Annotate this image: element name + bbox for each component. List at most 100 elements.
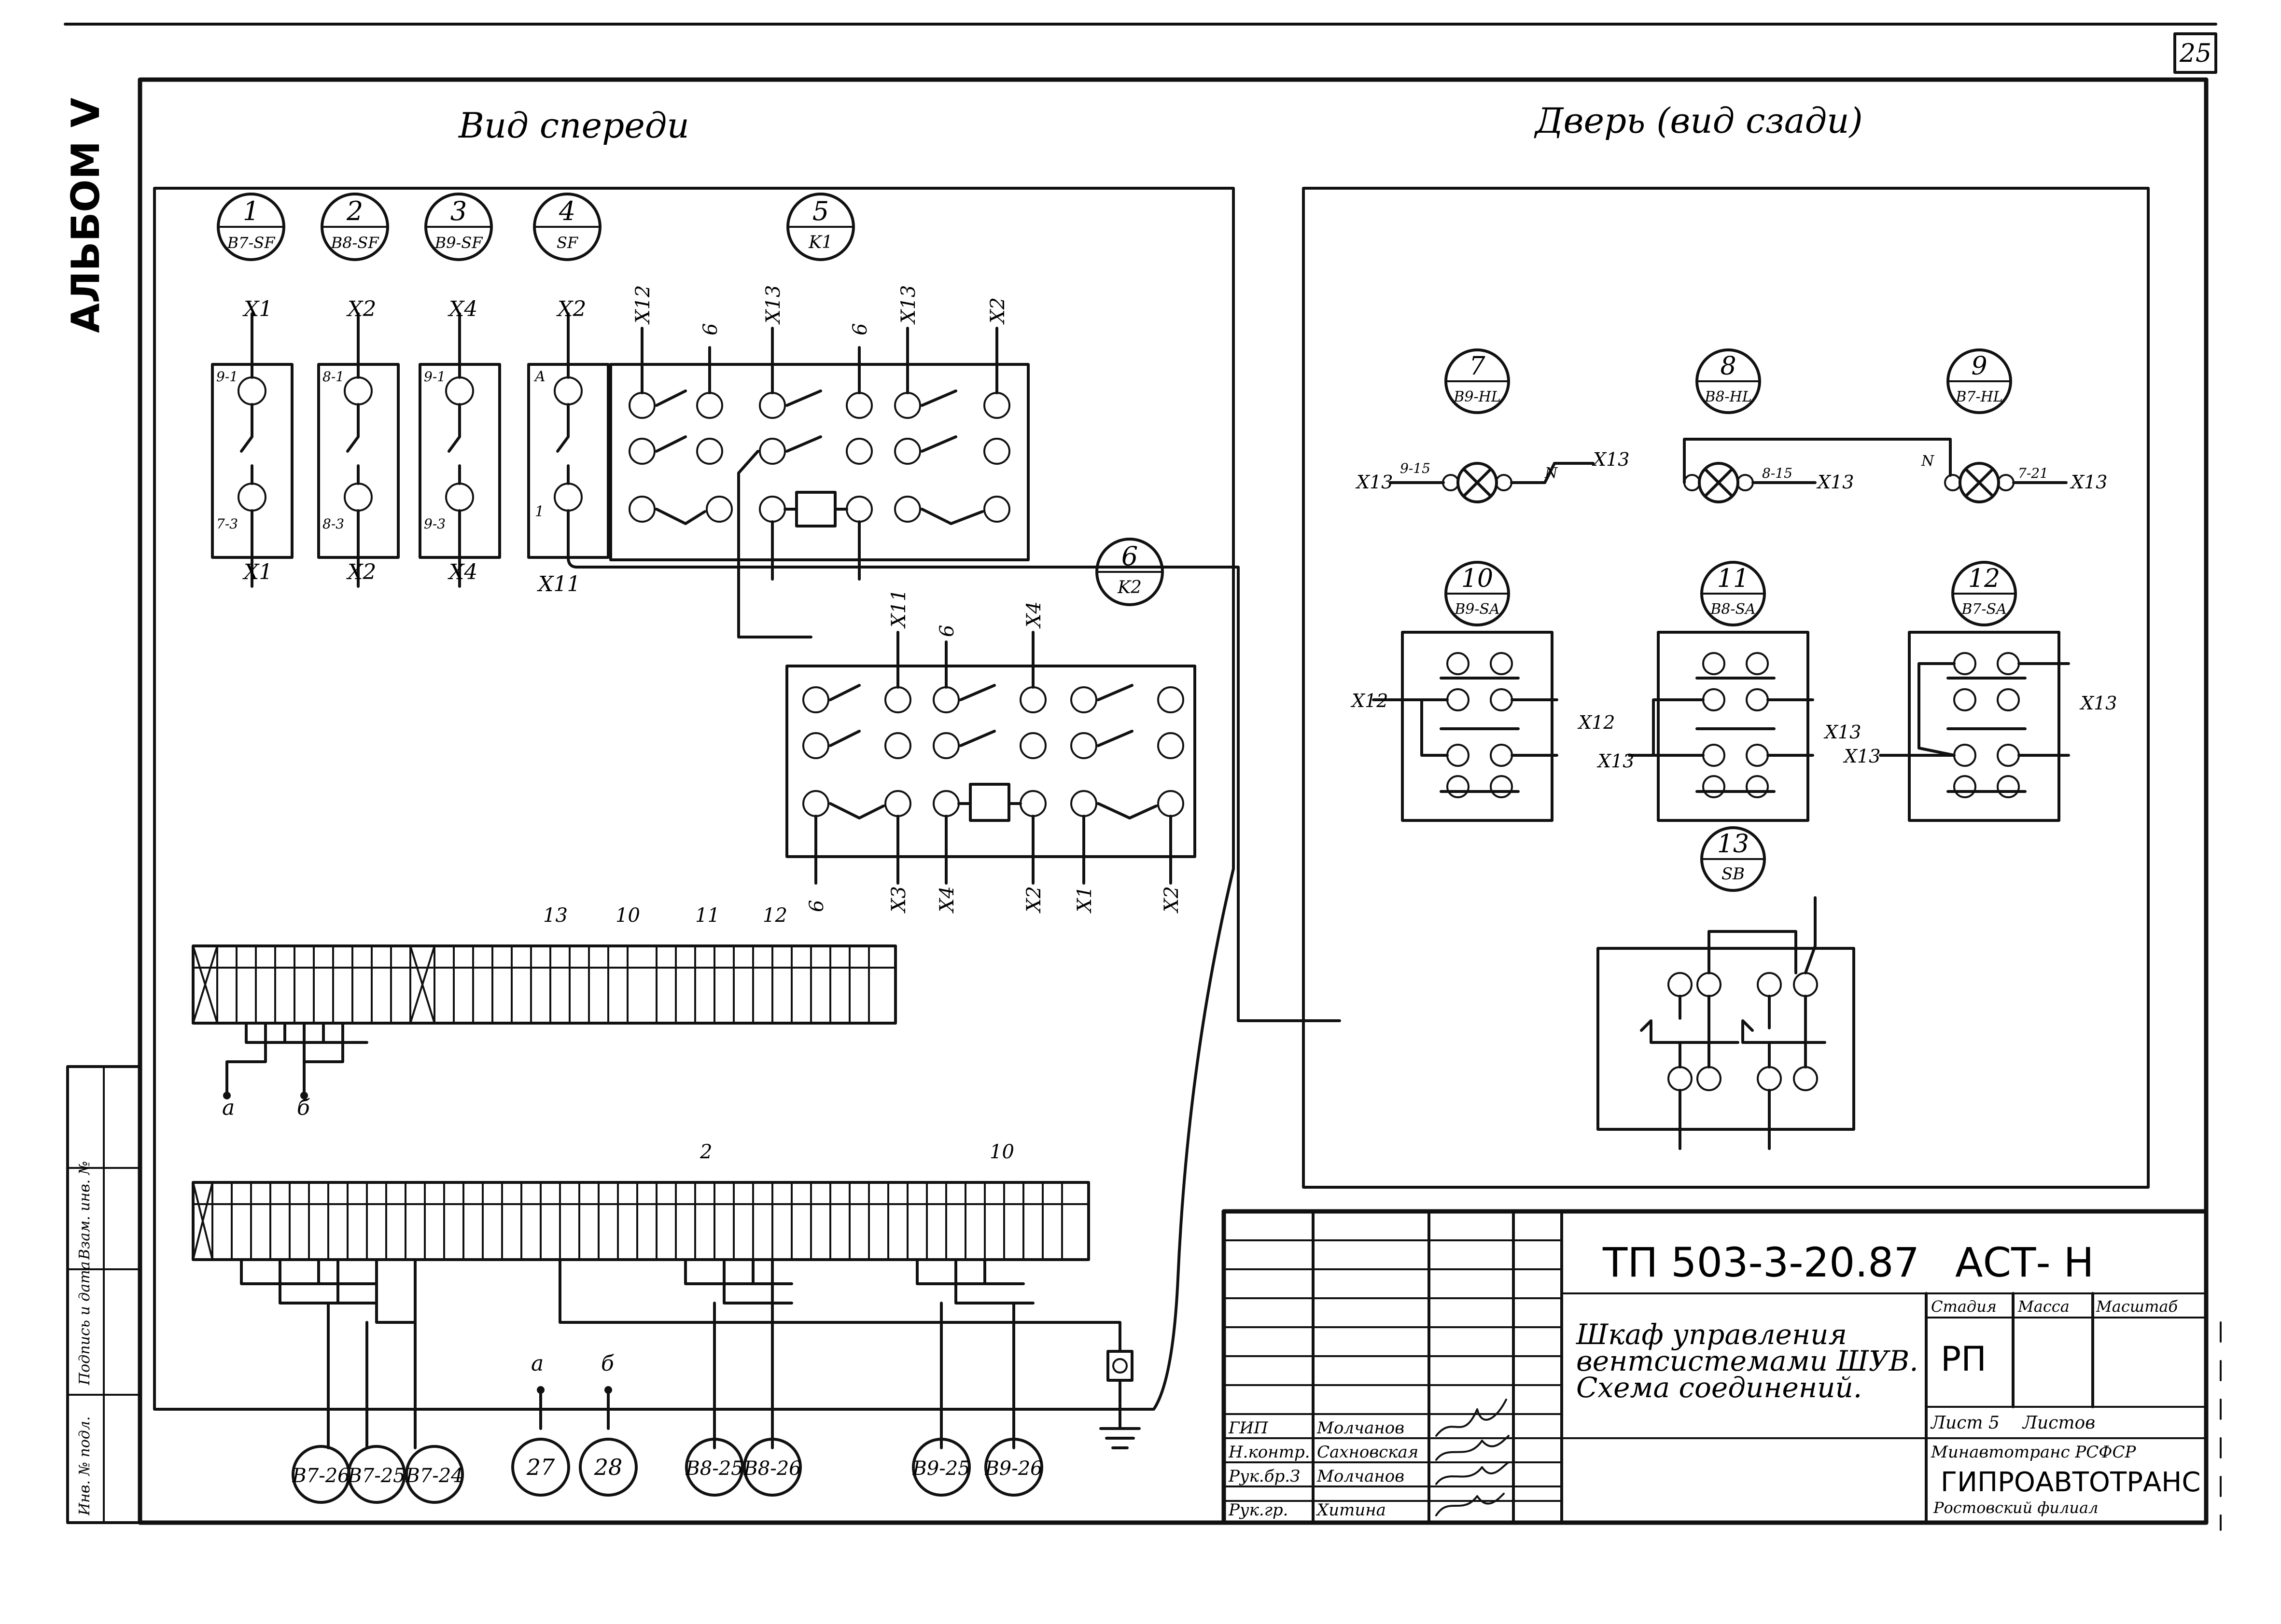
terminal-strip-upper: а б 13 10 11 12 xyxy=(192,904,897,1120)
cable-tag: B8-25 xyxy=(685,1457,743,1480)
device-number: 4 xyxy=(559,196,575,226)
terminal-group-label: 10 xyxy=(990,1141,1014,1163)
device-number: 2 xyxy=(346,196,363,226)
wire-label: X13 xyxy=(1592,449,1629,470)
stamp-sign-date: Подпись и дата xyxy=(76,1261,93,1386)
circuit-breakers: X1 X1 X2 X2 X4 X4 X2 X11 9-1 7-3 8-1 8-3… xyxy=(211,297,1341,1022)
album-label: АЛЬБОМ V xyxy=(63,97,108,333)
device-code: B9-SF xyxy=(434,234,484,252)
cable-tag: B9-26 xyxy=(984,1457,1042,1480)
breaker-top-wire: X1 xyxy=(242,297,272,321)
signature-scribble xyxy=(1435,1493,1505,1516)
stamp-replace-inv: Взам. инв. № xyxy=(76,1161,93,1260)
wire-label: X2 xyxy=(1023,886,1045,914)
wire-label: X13 xyxy=(1355,472,1393,493)
front-panel-outline xyxy=(153,187,1235,1411)
breaker-top-wire: X2 xyxy=(556,297,586,321)
breaker-in-label: A xyxy=(533,368,546,385)
wire-label: X4 xyxy=(1023,601,1045,629)
device-code: B8-SA xyxy=(1710,601,1756,618)
role-name: Молчанов xyxy=(1316,1467,1404,1486)
album-code: АСТ- Н xyxy=(1955,1239,2094,1286)
cable-tag: 27 xyxy=(526,1454,555,1480)
cable-tags: B7-26 B7-25 B7-24 27 28 B8-25 B8-26 B9-2… xyxy=(292,1438,1043,1504)
col-stage: Стадия xyxy=(1931,1297,1997,1316)
k1-top-wire-labels: X12 6 X13 6 X13 X2 xyxy=(632,285,1009,335)
contactor-k2 xyxy=(785,631,1196,885)
terminal-group-label: 12 xyxy=(763,904,787,927)
wire-label: X1 xyxy=(1074,886,1096,914)
wire-label: X13 xyxy=(897,285,920,325)
cable-tag: B7-26 xyxy=(292,1465,350,1487)
breaker-in-label: 8-1 xyxy=(322,369,344,385)
device-code: SF xyxy=(557,234,579,252)
breaker-out-label: 1 xyxy=(535,503,544,520)
device-number: 12 xyxy=(1968,564,2000,593)
wire-label: X13 xyxy=(1596,750,1634,772)
device-code: B7-SF xyxy=(227,234,276,252)
wire-label: 7-21 xyxy=(2018,465,2048,481)
wire-label: X12 xyxy=(1350,690,1388,711)
contactor-k1 xyxy=(609,327,1030,638)
terminal-strip-lower: а б 2 10 xyxy=(192,1141,1141,1449)
bus-label-a: а xyxy=(222,1096,235,1120)
role-name: Сахновская xyxy=(1317,1443,1418,1462)
device-number: 13 xyxy=(1717,830,1749,859)
breaker-out-label: 8-3 xyxy=(322,516,344,532)
stamp-inv-orig: Инв. № подл. xyxy=(76,1416,93,1516)
role-label: Н.контр. xyxy=(1228,1443,1310,1462)
page-number-box xyxy=(2173,32,2217,74)
indicator-lamps: X13 9-15 N X13 8-15 X13 N 7-21 X13 xyxy=(1355,438,2107,503)
device-number: 10 xyxy=(1461,564,1493,593)
door-view-title: Дверь (вид сзади) xyxy=(1534,100,1863,141)
breaker-bottom-wire: X1 xyxy=(242,560,272,584)
drawing-frame xyxy=(138,77,2209,1525)
breaker-top-wire: X2 xyxy=(346,297,376,321)
k2-wire-labels: X11 6 X4 6 X3 X4 X2 X1 X2 xyxy=(806,589,1183,914)
wire-label: 6 xyxy=(806,900,828,912)
bus-label-b-lower: б xyxy=(601,1351,614,1376)
wire-label: X4 xyxy=(936,886,958,914)
breaker-in-label: 9-1 xyxy=(424,369,446,385)
selector-switches: X12 X12 X13 X13 X13 X13 xyxy=(1350,631,2117,822)
wire-label: X2 xyxy=(1161,886,1183,914)
wire-label: 6 xyxy=(936,625,958,637)
device-number: 3 xyxy=(450,196,467,226)
device-balloons-front: 1 B7-SF 2 B8-SF 3 B9-SF 4 SF 5 K1 6 K2 xyxy=(217,193,1164,606)
drawing-title-line3: Схема соединений. xyxy=(1576,1371,1862,1404)
device-code: B9-HL xyxy=(1453,389,1500,405)
door-panel-outline xyxy=(1302,187,2150,1189)
device-code: K2 xyxy=(1117,578,1142,597)
wire-label: 6 xyxy=(849,323,871,335)
device-code: B8-HL xyxy=(1704,389,1751,405)
breaker-bottom-wire: X2 xyxy=(346,560,376,584)
org-line2: ГИПРОАВТОТРАНС xyxy=(1941,1467,2201,1498)
cable-tag: 28 xyxy=(594,1454,623,1480)
document-code: ТП 503-3-20.87 xyxy=(1602,1239,1919,1286)
device-number: 7 xyxy=(1469,352,1485,381)
terminal-group-label: 2 xyxy=(700,1141,712,1163)
drawing-title-line2: вентсистемами ШУВ. xyxy=(1576,1345,1918,1377)
device-number: 9 xyxy=(1971,352,1987,381)
page-number: 25 xyxy=(2179,39,2211,68)
col-scale: Масштаб xyxy=(2096,1297,2178,1316)
device-balloons-door: 7 B9-HL 8 B8-HL 9 B7-HL 10 B9-SA 11 B8-S… xyxy=(1444,348,2017,892)
wire-label: X13 xyxy=(1843,746,1880,767)
role-name: Молчанов xyxy=(1316,1418,1404,1438)
cable-tag: B7-25 xyxy=(347,1465,405,1487)
breaker-in-label: 9-1 xyxy=(216,369,238,385)
wire-label: 6 xyxy=(700,323,722,335)
bus-label-b: б xyxy=(297,1096,310,1120)
device-code: B7-HL xyxy=(1955,389,2002,405)
device-number: 8 xyxy=(1720,352,1736,381)
cable-tag: B9-25 xyxy=(912,1457,970,1480)
wire-label: N xyxy=(1921,453,1935,470)
role-name: Хитина xyxy=(1315,1500,1386,1520)
wire-label: X13 xyxy=(1823,722,1861,743)
device-number: 5 xyxy=(812,196,829,226)
device-number: 1 xyxy=(243,196,259,226)
device-code: K1 xyxy=(808,233,833,252)
breaker-out-label: 9-3 xyxy=(424,516,446,532)
wire-label: X13 xyxy=(1816,472,1854,493)
